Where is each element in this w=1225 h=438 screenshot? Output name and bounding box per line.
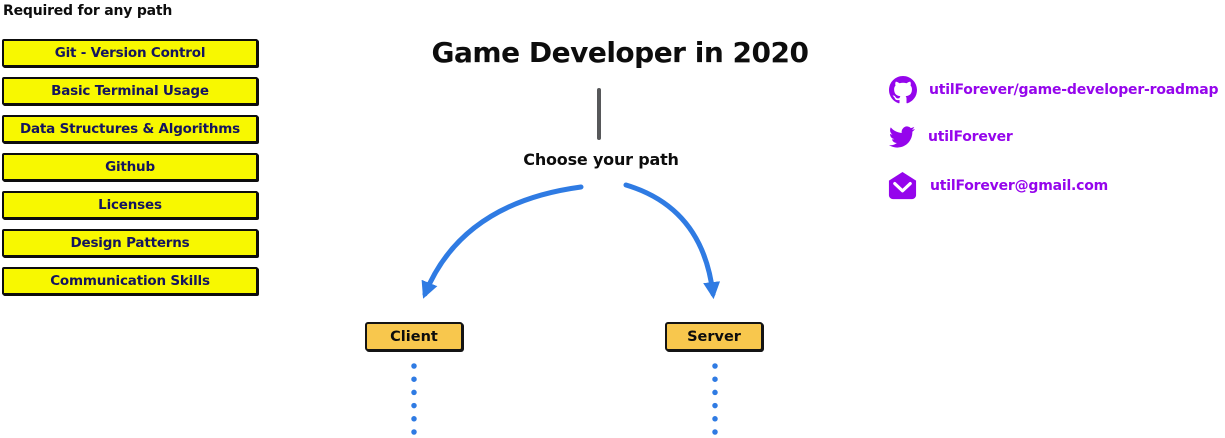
sidebar-item-label: Git - Version Control [54, 45, 206, 61]
twitter-link[interactable]: utilForever [888, 124, 1013, 150]
sidebar-item-label: Basic Terminal Usage [51, 83, 209, 99]
sidebar-item-github[interactable]: Github [2, 153, 258, 181]
arrow-to-server [623, 182, 721, 300]
required-section: Git - Version Control Basic Terminal Usa… [2, 39, 258, 305]
sidebar-item-communication-skills[interactable]: Communication Skills [2, 267, 258, 295]
connector-line [597, 88, 601, 140]
sidebar-item-git-version-control[interactable]: Git - Version Control [2, 39, 258, 67]
github-link-label: utilForever/game-developer-roadmap [929, 82, 1219, 98]
choose-path-label: Choose your path [523, 150, 679, 169]
sidebar-item-design-patterns[interactable]: Design Patterns [2, 229, 258, 257]
sidebar-item-basic-terminal-usage[interactable]: Basic Terminal Usage [2, 77, 258, 105]
sidebar-item-label: Data Structures & Algorithms [20, 121, 240, 137]
email-icon [888, 171, 917, 200]
email-link[interactable]: utilForever@gmail.com [887, 170, 1108, 201]
sidebar-item-label: Design Patterns [70, 235, 190, 251]
sidebar-item-label: Github [105, 159, 155, 175]
server-node-label: Server [687, 328, 741, 345]
client-node-label: Client [390, 328, 438, 345]
sidebar-item-label: Licenses [98, 197, 162, 213]
sidebar-item-licenses[interactable]: Licenses [2, 191, 258, 219]
github-link[interactable]: utilForever/game-developer-roadmap [889, 76, 1219, 104]
page-title: Game Developer in 2020 [431, 36, 809, 69]
sidebar-item-data-structures-algorithms[interactable]: Data Structures & Algorithms [2, 115, 258, 143]
client-node[interactable]: Client [365, 322, 463, 351]
arrow-to-client [421, 184, 584, 299]
sidebar-item-label: Communication Skills [50, 273, 210, 289]
email-link-label: utilForever@gmail.com [930, 177, 1109, 194]
github-icon [889, 76, 917, 104]
twitter-link-label: utilForever [928, 129, 1013, 145]
twitter-icon [889, 126, 915, 148]
server-node[interactable]: Server [665, 322, 763, 351]
required-section-title: Required for any path [3, 3, 173, 19]
